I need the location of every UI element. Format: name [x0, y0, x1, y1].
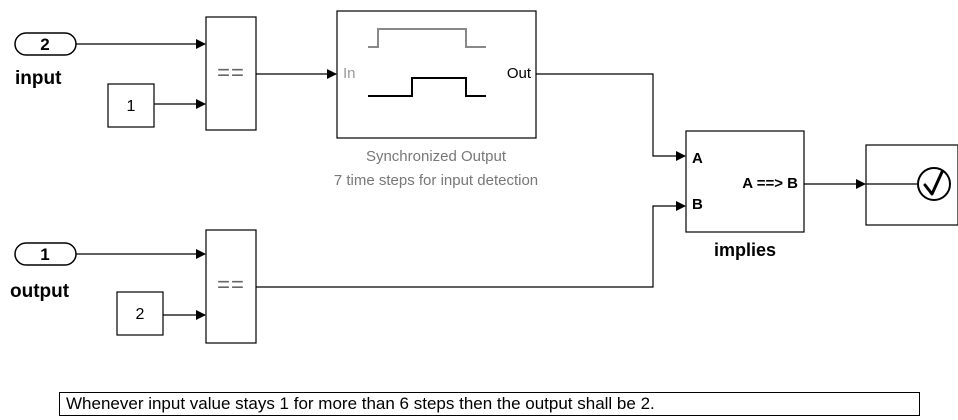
assertion-block[interactable]: [865, 144, 958, 226]
sync-out-port-label: Out: [507, 65, 532, 82]
inport-output[interactable]: 1: [14, 242, 77, 266]
compare-bottom-symbol: ==: [217, 272, 245, 297]
sync-caption-line2: 7 time steps for input detection: [334, 172, 538, 189]
inport-output-number: 1: [40, 245, 49, 264]
inport-input-label: input: [15, 68, 62, 89]
input-waveform-icon: [368, 28, 486, 48]
synchronized-output-block[interactable]: In Out: [336, 10, 537, 139]
signal-lines: [76, 39, 866, 320]
requirement-note: Whenever input value stays 1 for more th…: [59, 392, 920, 416]
output-waveform-icon: [368, 77, 486, 97]
checkmark-circle-icon: [917, 167, 951, 201]
compare-block-top[interactable]: ==: [205, 16, 257, 131]
inport-output-label: output: [10, 281, 70, 302]
implies-port-a-label: A: [692, 150, 703, 167]
sync-caption-line1: Synchronized Output: [366, 148, 507, 165]
constant-top-value: 1: [127, 98, 136, 115]
inport-input-number: 2: [40, 35, 49, 54]
signal-compare-to-implies-b: [256, 201, 686, 288]
signal-sync-to-implies-a: [536, 73, 686, 161]
compare-block-bottom[interactable]: ==: [205, 229, 257, 344]
sync-in-port-label: In: [343, 65, 356, 82]
implies-block-label: implies: [714, 240, 776, 260]
constant-block-top[interactable]: 1: [107, 83, 155, 128]
compare-top-symbol: ==: [217, 60, 245, 85]
implies-block[interactable]: A B A ==> B: [685, 130, 805, 233]
constant-block-bottom[interactable]: 2: [116, 291, 164, 336]
inport-input[interactable]: 2: [14, 32, 77, 56]
implies-body-text: A ==> B: [742, 175, 798, 192]
implies-port-b-label: B: [692, 196, 703, 213]
constant-bottom-value: 2: [136, 306, 145, 323]
